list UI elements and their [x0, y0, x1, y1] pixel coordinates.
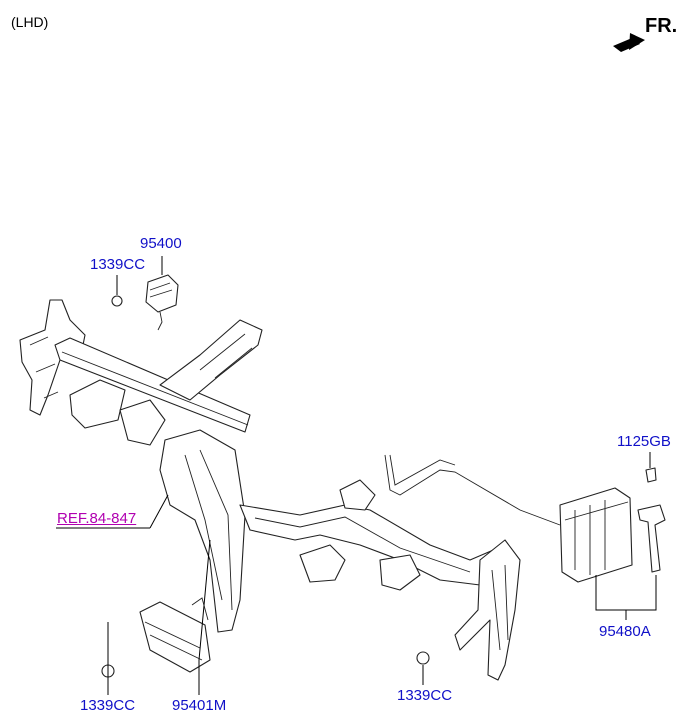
- nut-top-drawing: [111, 295, 123, 307]
- module-95401m-drawing: [139, 597, 211, 673]
- part-label-1339cc-bottom-left: 1339CC: [80, 697, 136, 714]
- module-95480a-drawing: [559, 487, 666, 583]
- part-label-95480a: 95480A: [599, 623, 651, 640]
- part-label-95401m: 95401M: [172, 697, 227, 714]
- part-label-1125gb: 1125GB: [617, 433, 671, 450]
- bolt-drawing: [645, 467, 657, 483]
- cowl-cross-bar: [19, 299, 521, 681]
- part-label-95400: 95400: [140, 235, 182, 252]
- leader-lines: [56, 256, 657, 695]
- part-label-1339cc-top: 1339CC: [90, 256, 146, 273]
- part-label-1339cc-bottom-center: 1339CC: [397, 687, 453, 704]
- ref-label: REF.84-847: [57, 510, 137, 527]
- variant-label: (LHD): [11, 14, 49, 30]
- cable-drawing: [384, 454, 561, 526]
- switch-95400-drawing: [145, 274, 179, 331]
- direction-label: FR.: [645, 15, 678, 37]
- nut-bottom-center-drawing: [416, 651, 430, 665]
